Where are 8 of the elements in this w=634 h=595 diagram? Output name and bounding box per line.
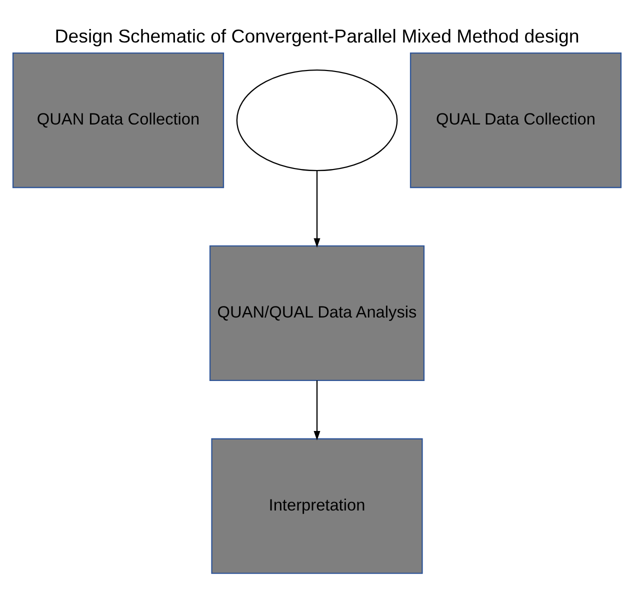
node-box: QUAL Data Collection: [410, 52, 622, 188]
arrow: [314, 170, 320, 248]
node-box: QUAN Data Collection: [12, 52, 224, 188]
node-box: Interpretation: [211, 438, 423, 574]
node-ellipse: [236, 68, 398, 171]
diagram-title: Design Schematic of Convergent-Parallel Mixed Method design: [54, 24, 580, 46]
node-box: QUAN/QUAL Data Analysis: [209, 244, 425, 380]
arrow: [314, 380, 320, 440]
